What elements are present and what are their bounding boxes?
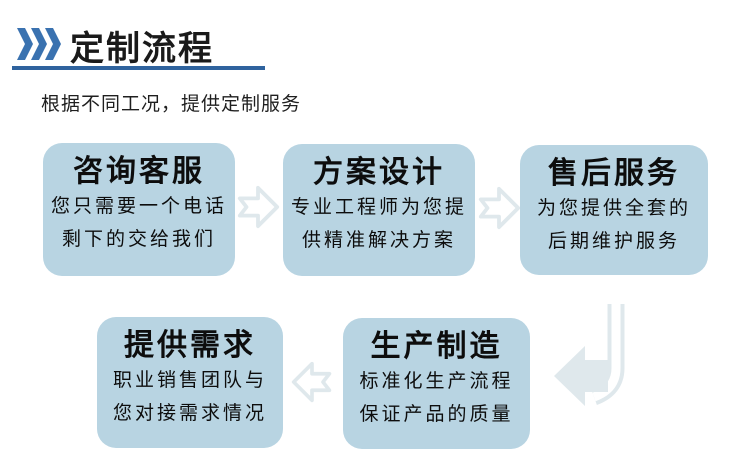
step-box-manufacturing: 生产制造 标准化生产流程 保证产品的质量 — [343, 318, 530, 449]
step-box-consult-service: 咨询客服 您只需要一个电话 剩下的交给我们 — [43, 143, 235, 276]
page-title: 定制流程 — [70, 30, 214, 68]
step-title: 方案设计 — [313, 156, 445, 189]
flow-arrow-turn-down-left-icon — [554, 296, 628, 406]
flow-arrow-left-icon — [291, 361, 332, 403]
step-title: 提供需求 — [124, 329, 256, 362]
title-underline — [12, 66, 265, 70]
step-description-line: 为您提供全套的 — [536, 197, 691, 219]
step-title: 售后服务 — [548, 157, 680, 190]
step-description-line: 后期维护服务 — [547, 230, 680, 252]
step-description-line: 您只需要一个电话 — [50, 195, 227, 217]
step-description-line: 您对接需求情况 — [112, 402, 267, 424]
step-title: 生产制造 — [370, 330, 503, 363]
step-description-line: 职业销售团队与 — [112, 369, 267, 391]
step-description-line: 供精准解决方案 — [301, 229, 456, 251]
triple-chevron-right-icon — [17, 28, 61, 60]
step-description-line: 专业工程师为您提 — [290, 196, 467, 218]
step-description-line: 保证产品的质量 — [359, 403, 514, 425]
step-box-solution-design: 方案设计 专业工程师为您提 供精准解决方案 — [283, 144, 475, 276]
flow-arrow-right-icon — [478, 186, 521, 230]
flow-arrow-right-icon — [237, 185, 280, 229]
step-description-line: 剩下的交给我们 — [61, 228, 216, 250]
step-box-provide-requirements: 提供需求 职业销售团队与 您对接需求情况 — [97, 317, 283, 448]
step-title: 咨询客服 — [73, 155, 205, 188]
section-subtitle: 根据不同工况，提供定制服务 — [41, 94, 302, 115]
step-box-after-sales: 售后服务 为您提供全套的 后期维护服务 — [520, 145, 708, 275]
step-description-line: 标准化生产流程 — [359, 370, 514, 392]
